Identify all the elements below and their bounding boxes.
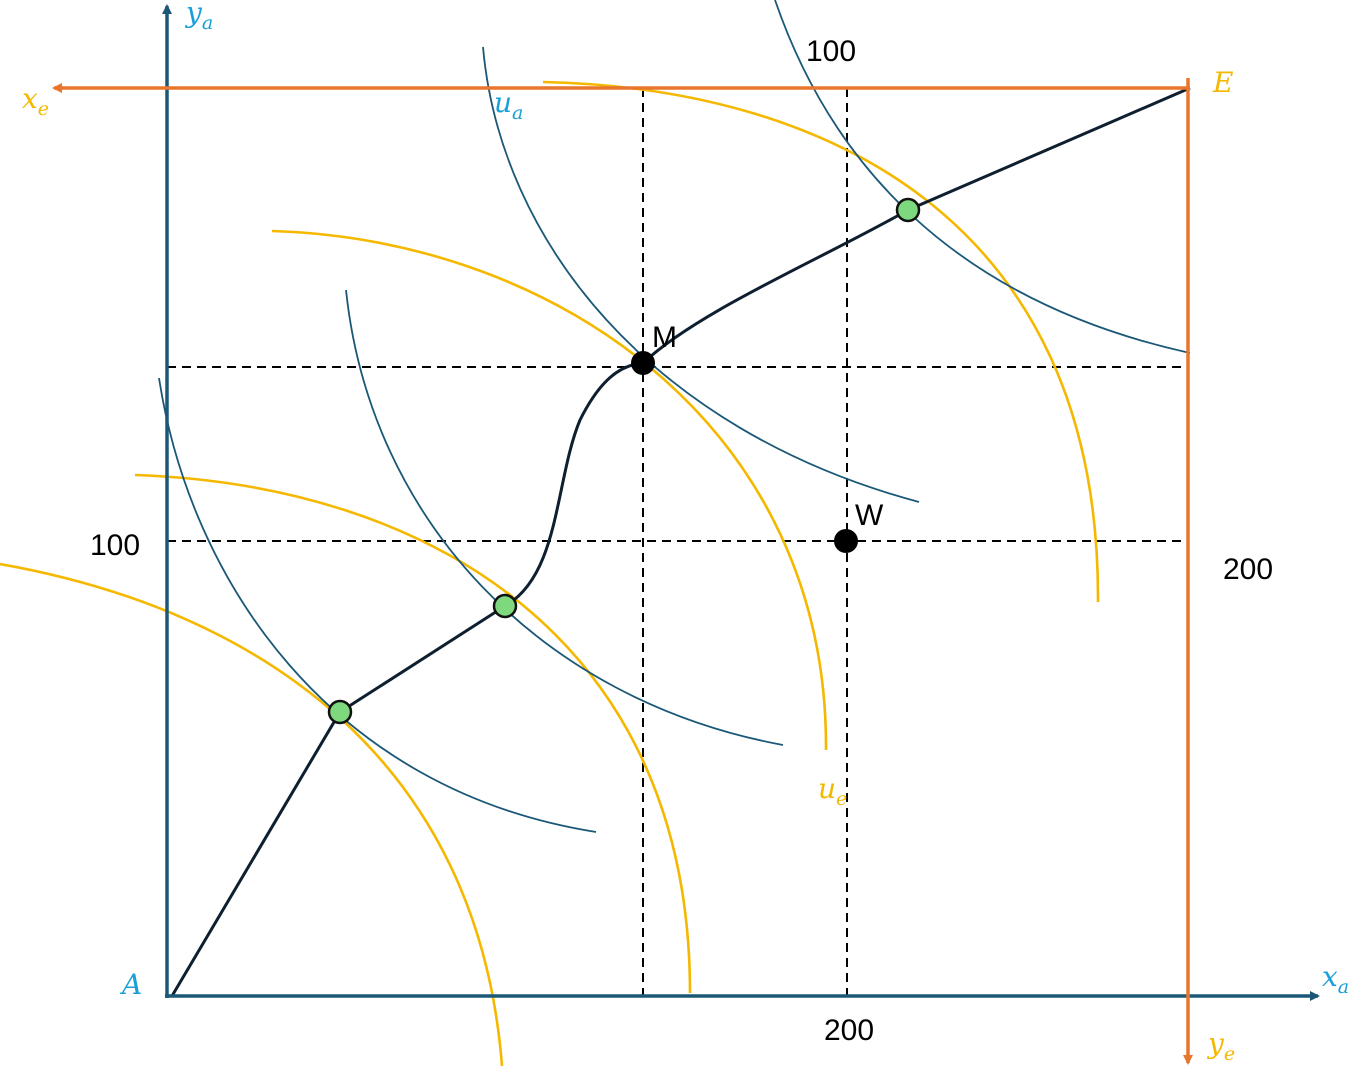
tick-e-x-100: 100 <box>806 35 856 68</box>
axes-a <box>162 4 1320 1001</box>
axes-e <box>52 78 1193 1065</box>
tick-e-y-200: 200 <box>1223 553 1273 586</box>
tangency-point <box>327 699 353 725</box>
ue-curve-4 <box>542 80 1100 603</box>
ua-curve-1 <box>158 377 597 833</box>
ua-curve-3 <box>482 46 920 503</box>
ue-curve-1 <box>0 562 504 1067</box>
indifference-curves-a <box>158 0 1191 833</box>
axis-ye-label: ye <box>1206 1027 1235 1065</box>
tick-a-y-100: 100 <box>90 529 140 562</box>
origin-e-label: E <box>1212 66 1233 99</box>
origin-a-label: A <box>119 968 142 1001</box>
ue-curve-2 <box>134 473 692 994</box>
tangency-point <box>492 593 518 619</box>
tick-a-x-200: 200 <box>824 1014 874 1047</box>
axis-xe-label: xe <box>22 82 49 120</box>
indifference-curves-e <box>0 80 1100 1067</box>
curve-ua-label: ua <box>494 86 523 124</box>
axis-xa-label: xa <box>1322 960 1349 998</box>
tangency-points <box>327 197 921 725</box>
curve-ue-label: ue <box>818 772 847 810</box>
guide-lines <box>167 88 1188 996</box>
point-m-label: M <box>652 321 677 354</box>
tangency-point <box>895 197 921 223</box>
point-w-label: W <box>855 499 884 532</box>
point-w <box>834 529 858 553</box>
ue-curve-3 <box>271 229 828 751</box>
ua-curve-2 <box>345 289 784 746</box>
axis-ya-label: ya <box>184 0 213 34</box>
point-m <box>631 351 655 375</box>
contract-curve <box>170 86 1191 997</box>
